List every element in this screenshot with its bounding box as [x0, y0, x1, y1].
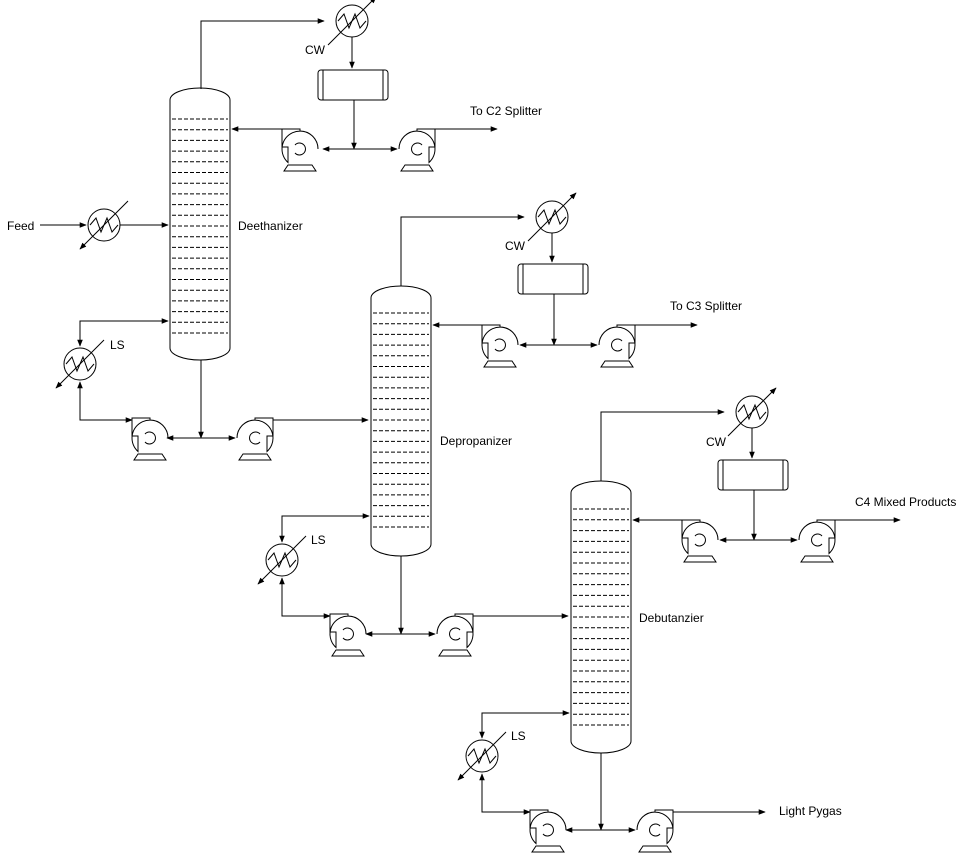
- bottoms-pump-1: [236, 417, 274, 461]
- debutanizer-column: [570, 480, 632, 754]
- feed-label: Feed: [7, 219, 34, 233]
- reboiler-pump-2: [329, 613, 367, 657]
- reboiler-exchanger-3: [457, 731, 507, 781]
- reboiler-pump-3: [529, 809, 567, 853]
- bottoms-pump-2: [436, 613, 474, 657]
- c4-mixed-products-label: C4 Mixed Products: [855, 495, 956, 509]
- deethanizer-overhead-line: [200, 18, 325, 89]
- reboiler-return-line-1: [77, 318, 169, 347]
- condenser-exchanger-3: [727, 387, 777, 437]
- depropanizer-trays: [373, 312, 429, 528]
- reflux-pump-3: [681, 519, 719, 563]
- reboiler-feed-line-1: [77, 381, 133, 423]
- debutanizer-label: Debutanzier: [639, 611, 704, 625]
- cw-label-1: CW: [305, 43, 326, 57]
- condenser-exchanger-2: [527, 192, 577, 242]
- ls-label-1: LS: [110, 338, 125, 352]
- depropanizer-label: Depropanizer: [440, 434, 512, 448]
- bottoms-pump-3: [636, 809, 674, 853]
- reflux-pump-2: [481, 324, 519, 368]
- to-c2-splitter-label: To C2 Splitter: [470, 104, 542, 118]
- deethanizer-label: Deethanizer: [238, 219, 303, 233]
- reflux-drum-1: [317, 69, 389, 101]
- product-pump-2: [598, 324, 636, 368]
- reboiler-pump-1: [131, 417, 169, 461]
- reboiler-exchanger-2: [257, 535, 307, 585]
- product-pump-3: [798, 519, 836, 563]
- ls-label-2: LS: [311, 533, 326, 547]
- product-pump-1: [398, 128, 436, 172]
- reboiler-return-line-2: [279, 513, 370, 543]
- cw-label-3: CW: [706, 435, 727, 449]
- reboiler-return-line-3: [479, 710, 570, 739]
- deethanizer-column: [169, 87, 231, 361]
- condenser-exchanger-1: [327, 0, 377, 46]
- reflux-pump-1: [281, 128, 319, 172]
- debutanizer-overhead-line: [600, 409, 725, 481]
- reflux-drum-2: [517, 263, 589, 295]
- reboiler-feed-line-3: [479, 773, 531, 815]
- debutanizer-trays: [573, 508, 629, 726]
- depropanizer-column: [370, 285, 432, 557]
- reboiler-feed-line-2: [279, 577, 331, 619]
- light-pygas-label: Light Pygas: [779, 804, 842, 818]
- reboiler-exchanger-1: [55, 339, 105, 389]
- cw-label-2: CW: [505, 239, 526, 253]
- ls-label-3: LS: [511, 729, 526, 743]
- deethanizer-trays: [172, 118, 228, 334]
- to-c3-splitter-label: To C3 Splitter: [670, 299, 742, 313]
- reflux-drum-3: [717, 459, 789, 491]
- depropanizer-overhead-line: [400, 214, 525, 286]
